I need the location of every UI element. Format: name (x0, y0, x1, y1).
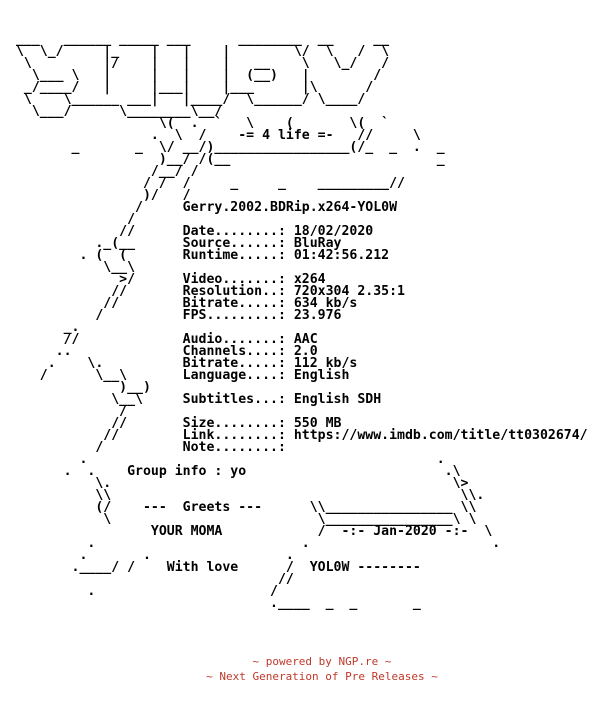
nfo-line: \__\ (8, 260, 136, 275)
nfo-line: )/ / (8, 188, 191, 203)
nfo-text: ___ ______ _____ ___ ________ __ __ \ \_… (8, 32, 588, 611)
nfo-line: . \ / -= 4 life =- // \ (8, 128, 421, 143)
nfo-line: _ _ \/ __/)_________________(/_ _ . _ (8, 140, 445, 155)
nfo-line: ._(__ Source......: BluRay (8, 236, 342, 251)
nfo-line: \ \_/ |_ | | | \/ \ / \ (8, 44, 390, 59)
nfo-line: // (8, 572, 294, 587)
nfo-line: // Date........: 18/02/2020 (8, 224, 374, 239)
nfo-line: /__/ / (8, 164, 199, 179)
nfo-line: . \. Bitrate.....: 112 kb/s (8, 356, 358, 371)
nfo-line: >/ Video.......: x264 (8, 272, 326, 287)
nfo-line: \ |/ | | | __ \ \_/ / (8, 56, 390, 71)
nfo-line: / \__\ Language....: English (8, 368, 350, 383)
nfo-line: / (8, 404, 128, 419)
nfo-line: . . . (8, 548, 294, 563)
nfo-line: // Bitrate.....: 634 kb/s (8, 296, 358, 311)
nfo-line: _. (8, 320, 80, 335)
nfo-line: .____/ / With love / YOL0W -------- (8, 560, 421, 575)
footer-tagline: ~ Next Generation of Pre Releases ~ (206, 670, 438, 683)
nfo-line: . . Group info : yo .\ (8, 464, 461, 479)
footer-powered-by: ~ powered by NGP.re ~ (252, 655, 392, 668)
nfo-line: \ \________________\ \ (8, 512, 477, 527)
nfo-line: . . (8, 452, 445, 467)
nfo-line: . / (8, 584, 278, 599)
nfo-line: . . . (8, 536, 501, 551)
nfo-line: // Resolution..: 720x304 2.35:1 (8, 284, 405, 299)
nfo-line: / (8, 212, 136, 227)
nfo-line: / Note........: (8, 440, 286, 455)
nfo-line: \___ \ | | | | (__) | / (8, 68, 382, 83)
nfo-line: _/____/ | |___| |___ |\ / (8, 80, 374, 95)
nfo-line: YOUR MOMA / -:- Jan-2020 -:- \ (8, 524, 493, 539)
nfo-line: \__\ Subtitles...: English SDH (8, 392, 382, 407)
nfo-line: // Link........: https://www.imdb.com/ti… (8, 428, 588, 443)
nfo-line: / Gerry.2002.BDRip.x264-YOL0W (8, 200, 398, 215)
nfo-line: \\ \\. (8, 488, 485, 503)
nfo-line: )__/ /(__ _ (8, 152, 445, 167)
nfo-line: // Audio.......: AAC (8, 332, 318, 347)
nfo-line: (/ --- Greets --- \\________________ \\ (8, 500, 477, 515)
nfo-line: )__) (8, 380, 151, 395)
nfo-line: .. Channels....: 2.0 (8, 344, 318, 359)
nfo-line: \ \______ ___| |____/ \______/ \____/ (8, 92, 366, 107)
nfo-line: .____ _ _ _ (8, 596, 421, 611)
nfo-line: ___ ______ _____ ___ ________ __ __ (8, 32, 390, 47)
nfo-line: / FPS.........: 23.976 (8, 308, 342, 323)
nfo-line: // Size........: 550 MB (8, 416, 342, 431)
nfo-line: \( . ` \ ( \( ` (8, 116, 390, 131)
nfo-line: \. \> (8, 476, 469, 491)
nfo-line: \___/ \________\__/ (8, 104, 223, 119)
nfo-line: / / / _ _ _________// (8, 176, 405, 191)
nfo-line: . ( ( Runtime.....: 01:42:56.212 (8, 248, 390, 263)
